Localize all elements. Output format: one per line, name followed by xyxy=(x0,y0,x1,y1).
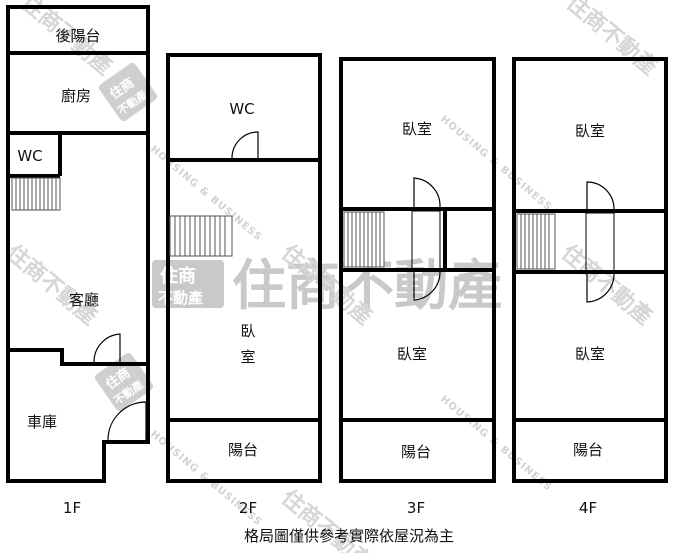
room-balcony-3f: 陽台 xyxy=(401,443,431,461)
room-bedroom-2f-line1: 臥 xyxy=(240,322,255,340)
room-rear-balcony-1f: 後陽台 xyxy=(55,27,100,45)
door-garage-1f xyxy=(107,401,147,441)
room-garage-1f: 車庫 xyxy=(27,413,57,431)
watermark-brand-2: 住商不動產 xyxy=(561,0,662,80)
room-bedroom-front-3f: 臥室 xyxy=(402,120,432,138)
room-kitchen-1f: 廚房 xyxy=(61,87,91,105)
door-living-1f xyxy=(93,333,121,363)
floor-4f: 臥室 臥室 陽台 xyxy=(512,57,668,483)
watermark-logo-small-2: 住商 不動產 xyxy=(94,352,154,412)
room-wc-1f: WC xyxy=(17,147,42,165)
room-balcony-4f: 陽台 xyxy=(573,441,603,459)
floor-1f: 後陽台 廚房 WC 客廳 車庫 xyxy=(6,5,150,483)
room-bedroom-rear-3f: 臥室 xyxy=(397,345,427,363)
room-wc-2f: WC xyxy=(229,100,254,118)
staircase-3f xyxy=(343,211,385,268)
door-bedroom-front-4f xyxy=(586,181,615,210)
watermark: 住商 不動產 住商不動產 住商 不動產 住商 不動產 HOUSING & BUS… xyxy=(1,0,662,553)
room-living-1f: 客廳 xyxy=(69,291,99,309)
watermark-brand-5: 住商不動產 xyxy=(556,240,657,331)
floor-label-1f: 1F xyxy=(63,499,81,517)
floor-2f: WC 臥 室 陽台 xyxy=(166,53,322,483)
watermark-logo-small-1: 住商 不動產 xyxy=(98,62,158,122)
floor-label-3f: 3F xyxy=(407,499,425,517)
room-balcony-2f: 陽台 xyxy=(228,441,258,459)
staircase-2f xyxy=(169,215,233,257)
room-bedroom-front-4f: 臥室 xyxy=(575,122,605,140)
watermark-brand-3: 住商不動產 xyxy=(1,240,102,331)
door-bedroom-rear-4f xyxy=(586,273,615,303)
door-wc-2f xyxy=(231,131,259,159)
doorway-4f xyxy=(585,212,615,272)
floor-label-2f: 2F xyxy=(239,499,257,517)
watermark-logo-line2: 不動產 xyxy=(158,289,203,307)
door-bedroom-rear-3f xyxy=(413,271,441,301)
door-bedroom-front-3f xyxy=(413,177,441,208)
staircase-4f xyxy=(516,213,556,270)
watermark-logo-line1: 住商 xyxy=(160,265,196,287)
floor-3f: 臥室 臥室 陽台 xyxy=(339,57,496,483)
room-bedroom-2f-line2: 室 xyxy=(240,348,255,366)
staircase-1f xyxy=(11,177,61,211)
watermark-logo-center: 住商 不動產 xyxy=(152,260,224,308)
doorway-3f xyxy=(411,210,441,270)
disclaimer-caption: 格局圖僅供參考實際依屋況為主 xyxy=(244,527,454,545)
floor-label-4f: 4F xyxy=(579,499,597,517)
room-bedroom-rear-4f: 臥室 xyxy=(575,345,605,363)
